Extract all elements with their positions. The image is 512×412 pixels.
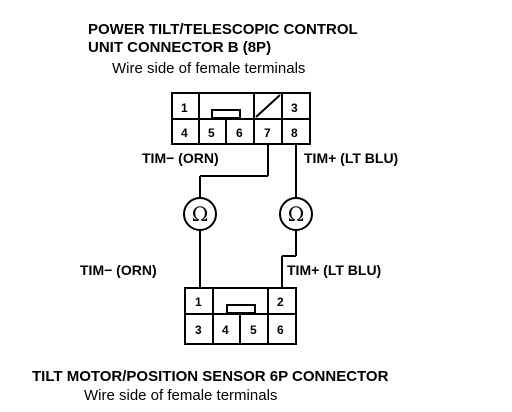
top-connector xyxy=(171,92,311,145)
bottom-pin-3: 3 xyxy=(195,323,202,337)
top-pin-5: 5 xyxy=(208,126,215,140)
top-pin-3: 3 xyxy=(291,101,298,115)
bottom-left-wire-label: TIM− (ORN) xyxy=(80,262,157,278)
bottom-connector xyxy=(184,287,297,345)
top-pin-4: 4 xyxy=(181,126,188,140)
top-pin-8: 8 xyxy=(291,126,298,140)
top-pin-7: 7 xyxy=(264,126,271,140)
top-right-wire-label: TIM+ (LT BLU) xyxy=(304,150,398,166)
bottom-pin-2: 2 xyxy=(277,295,284,309)
bottom-pin-5: 5 xyxy=(250,323,257,337)
right-ohmmeter: Ω xyxy=(279,197,313,231)
top-connector-title-line1: POWER TILT/TELESCOPIC CONTROL xyxy=(88,21,358,38)
bottom-right-wire-label: TIM+ (LT BLU) xyxy=(287,262,381,278)
bottom-pin-4: 4 xyxy=(222,323,229,337)
top-connector-subtitle: Wire side of female terminals xyxy=(112,60,305,77)
left-ohmmeter: Ω xyxy=(183,197,217,231)
bottom-connector-title: TILT MOTOR/POSITION SENSOR 6P CONNECTOR xyxy=(32,368,389,385)
top-pin-1: 1 xyxy=(181,101,188,115)
ohm-icon: Ω xyxy=(288,202,305,226)
wires xyxy=(199,144,297,288)
bottom-pin-1: 1 xyxy=(195,295,202,309)
bottom-pin-6: 6 xyxy=(277,323,284,337)
top-pin-6: 6 xyxy=(236,126,243,140)
top-left-wire-label: TIM− (ORN) xyxy=(142,150,219,166)
ohm-icon: Ω xyxy=(192,202,209,226)
bottom-connector-subtitle: Wire side of female terminals xyxy=(84,387,277,404)
top-connector-title-line2: UNIT CONNECTOR B (8P) xyxy=(88,39,271,56)
